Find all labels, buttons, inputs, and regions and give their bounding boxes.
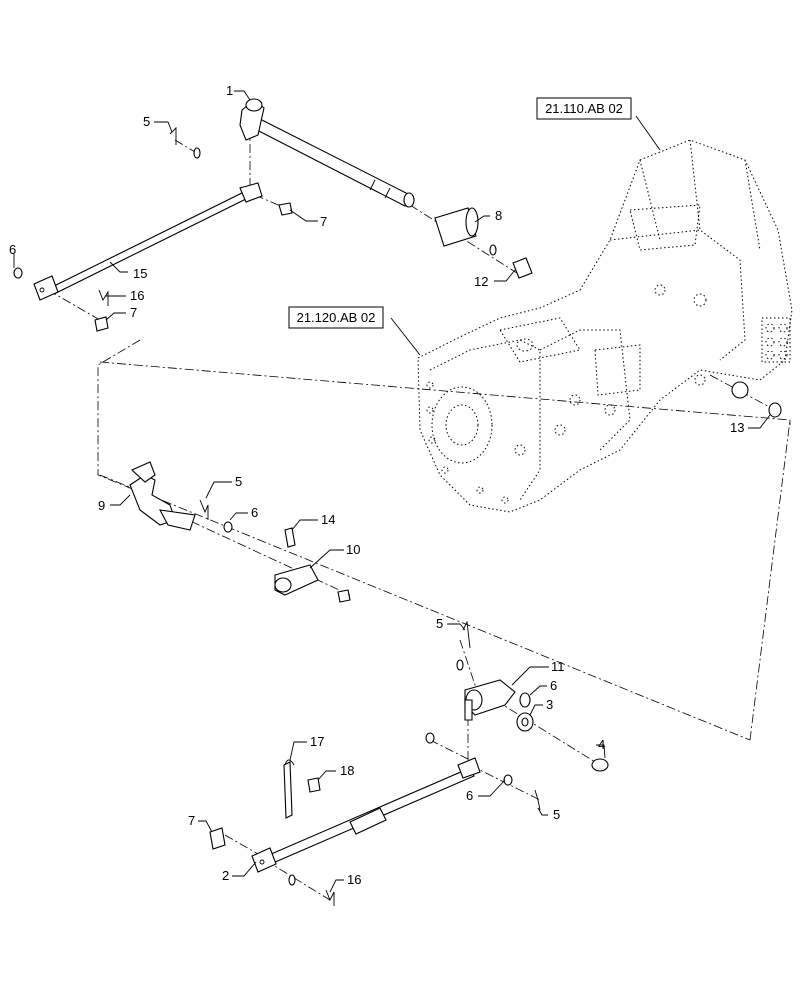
cotter-pin-5b [199, 499, 209, 520]
callout-5: 5 [553, 807, 560, 822]
reference-box-21-120[interactable]: 21.120.AB 02 [288, 306, 384, 329]
clip-17 [283, 761, 293, 819]
bushing-12 [512, 257, 533, 279]
callout-labels: 1 5 7 8 6 15 16 7 12 13 9 5 6 14 10 5 11… [9, 83, 744, 887]
ring-13 [768, 402, 782, 418]
callout-2: 2 [222, 868, 229, 883]
callout-5: 5 [235, 474, 242, 489]
upper-hardware [13, 126, 782, 418]
callout-17: 17 [310, 734, 324, 749]
middle-hardware [199, 499, 351, 603]
transmission-housing [417, 139, 793, 513]
callout-6: 6 [550, 678, 557, 693]
clip-16b [325, 889, 335, 906]
callout-13: 13 [730, 420, 744, 435]
bolt-18 [307, 777, 321, 793]
part-9-lever [129, 461, 196, 531]
callout-8: 8 [495, 208, 502, 223]
callout-15: 15 [133, 266, 147, 281]
callout-14: 14 [321, 512, 335, 527]
callout-5: 5 [143, 114, 150, 129]
cotter-pin-5a [169, 126, 177, 145]
reference-label: 21.110.AB 02 [545, 101, 623, 116]
part-2-lower-rod [251, 757, 481, 873]
lower-hardware [209, 732, 541, 906]
cotter-pin-5c [462, 620, 471, 649]
callout-16: 16 [347, 872, 361, 887]
callout-9: 9 [98, 498, 105, 513]
callout-4: 4 [598, 737, 605, 752]
callout-7: 7 [188, 813, 195, 828]
ring-4 [591, 758, 609, 772]
callout-3: 3 [546, 697, 553, 712]
part-1-shift-shaft [239, 98, 415, 208]
part-15-upper-rod [33, 182, 263, 301]
callout-6: 6 [9, 242, 16, 257]
washer-small [489, 244, 497, 256]
pin-7b [94, 316, 109, 332]
callout-1: 1 [226, 83, 233, 98]
bushing-13 [731, 381, 749, 399]
callout-5: 5 [436, 616, 443, 631]
reference-label: 21.120.AB 02 [297, 310, 376, 325]
reference-box-21-110[interactable]: 21.110.AB 02 [536, 97, 632, 120]
callout-7: 7 [320, 214, 327, 229]
callout-16: 16 [130, 288, 144, 303]
callout-7: 7 [130, 305, 137, 320]
part-11-lever [456, 620, 609, 772]
clip-16a [98, 289, 109, 306]
pin-14 [284, 527, 296, 548]
washer-6-upper [193, 147, 201, 159]
callout-6: 6 [466, 788, 473, 803]
callout-18: 18 [340, 763, 354, 778]
callout-12: 12 [474, 274, 488, 289]
washer-6c [519, 692, 531, 708]
callout-11: 11 [551, 659, 565, 674]
cotter-pin-5d [534, 789, 541, 811]
washer-6d [503, 774, 513, 786]
washer-6a [13, 267, 23, 279]
washer-6b [223, 521, 233, 533]
callout-6: 6 [251, 505, 258, 520]
leader-lines [13, 90, 771, 893]
pin-7c [209, 827, 226, 850]
callout-10: 10 [346, 542, 360, 557]
pin-7a [278, 202, 293, 216]
